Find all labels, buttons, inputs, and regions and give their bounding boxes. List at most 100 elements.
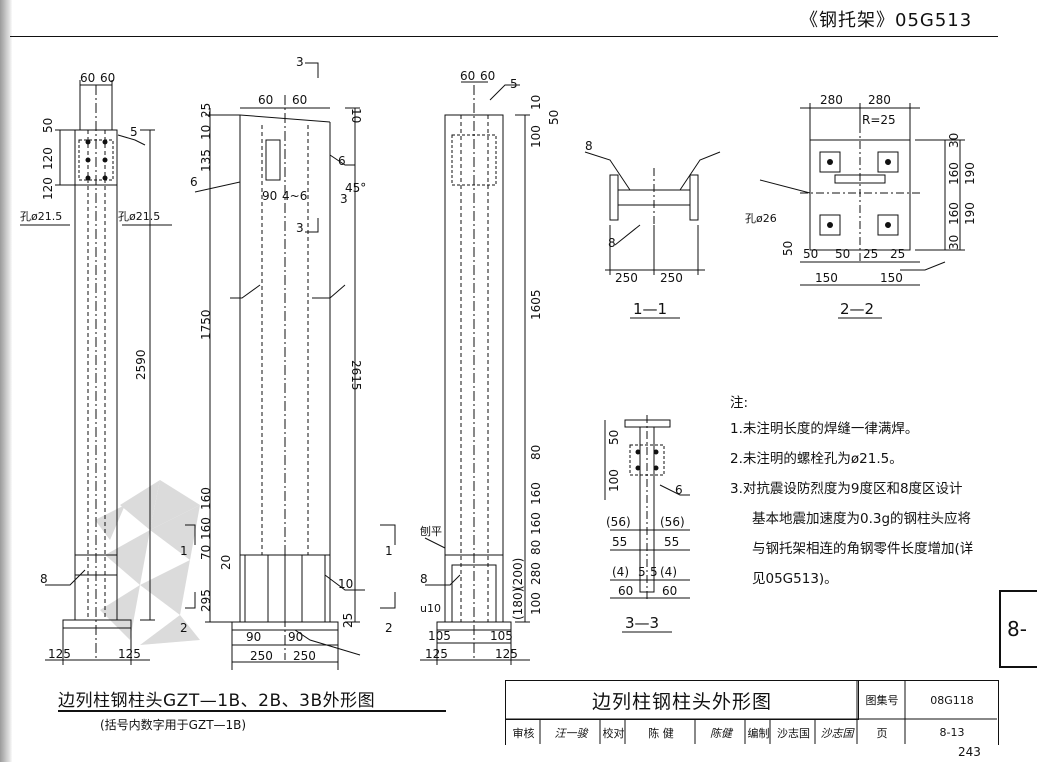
s22-dim-50a: 50 bbox=[803, 247, 818, 261]
notes-title: 注: bbox=[730, 395, 749, 411]
s22-dim-150a: 150 bbox=[815, 271, 838, 285]
drawing-subcaption: (括号内数字用于GZT—1B) bbox=[100, 718, 247, 732]
v2-dim-10-right: 10 bbox=[349, 108, 363, 123]
s33-dim-55a: 55 bbox=[612, 535, 627, 549]
v1-dim-50: 50 bbox=[41, 118, 55, 133]
note-item-1: 1.未注明长度的焊缝一律满焊。 bbox=[730, 421, 919, 437]
v2-mark-3-weld: 3 bbox=[340, 192, 348, 206]
s22-dim-160a: 160 bbox=[947, 162, 961, 185]
checker-name: 陈 健 bbox=[648, 726, 674, 740]
v2-dim-2615: 2615 bbox=[349, 360, 363, 391]
s33-dim-60b: 60 bbox=[662, 584, 677, 598]
page-number: 243 bbox=[958, 745, 981, 759]
s22-dim-190b: 190 bbox=[963, 202, 977, 225]
v2-dim-70: 70 bbox=[199, 545, 213, 560]
v2-dim-60b: 60 bbox=[292, 93, 307, 107]
section-1-1 bbox=[584, 151, 721, 319]
v2-mark-1-right: 1 bbox=[385, 544, 393, 558]
designer-name: 沙志国 bbox=[777, 726, 810, 740]
drawing-frame bbox=[10, 36, 998, 741]
s33-dim-56b: (56) bbox=[660, 515, 685, 529]
v3-dim-100b: 100 bbox=[529, 592, 543, 615]
view-2-column-side bbox=[185, 62, 396, 670]
atlas-no-label: 图集号 bbox=[865, 694, 899, 707]
v2-dim-60a: 60 bbox=[258, 93, 273, 107]
v3-mark-plane: 刨平 bbox=[420, 524, 442, 538]
v3-dim-10: 10 bbox=[529, 95, 543, 110]
section-3-3-labels: 50 100 (56) (56) 55 55 (4) 5 5 (4) 60 60… bbox=[606, 430, 685, 632]
v3-dim-125a: 125 bbox=[425, 647, 448, 661]
v1-hole-left: 孔ø21.5 bbox=[20, 210, 62, 223]
v1-mark-8: 8 bbox=[40, 572, 48, 586]
v3-dim-180: (180) bbox=[511, 588, 525, 620]
v3-dim-105a: 105 bbox=[428, 629, 451, 643]
s22-dim-50b: 50 bbox=[835, 247, 850, 261]
v3-dim-50: 50 bbox=[547, 110, 561, 125]
caption-underline bbox=[58, 710, 446, 712]
v2-dim-25-bottom: 25 bbox=[341, 613, 355, 628]
chapter-side-tab: 8- bbox=[999, 590, 1037, 668]
v2-dim-45deg: 45° bbox=[345, 181, 366, 195]
v3-dim-160b: 160 bbox=[529, 512, 543, 535]
v2-dim-135: 135 bbox=[199, 149, 213, 172]
s33-dim-60a: 60 bbox=[618, 584, 633, 598]
v1-dim-125-left: 125 bbox=[48, 647, 71, 661]
v2-dim-4-6: 4~6 bbox=[282, 189, 307, 203]
v2-dim-250b: 250 bbox=[293, 649, 316, 663]
s33-dim-4b: (4) bbox=[660, 565, 677, 579]
v2-mark-2-right: 2 bbox=[385, 621, 393, 635]
v2-mark-3-top: 3 bbox=[296, 55, 304, 69]
reviewer-label: 审核 bbox=[512, 726, 535, 740]
v1-dim-120b: 120 bbox=[41, 177, 55, 200]
s33-dim-50: 50 bbox=[607, 430, 621, 445]
v3-dim-125b: 125 bbox=[495, 647, 518, 661]
checker-signature: 陈健 bbox=[710, 726, 732, 740]
section-2-2 bbox=[759, 103, 965, 319]
section-2-2-labels: 280 280 R=25 30 160 190 160 190 30 50 50… bbox=[745, 93, 977, 318]
v2-dim-10: 10 bbox=[199, 125, 213, 140]
view-1-column-front bbox=[20, 80, 172, 665]
view-2-labels: 60 60 25 10 135 90 4~6 45° 1750 160 160 … bbox=[180, 55, 393, 663]
s22-dim-30b: 30 bbox=[947, 235, 961, 250]
s11-dim-250b: 250 bbox=[660, 271, 683, 285]
v1-hole-right: 孔ø21.5 bbox=[118, 210, 160, 223]
s11-section-label: 1—1 bbox=[633, 300, 667, 318]
v2-dim-90: 90 bbox=[262, 189, 277, 203]
note-item-3-line3: 与钢托架相连的角钢零件长度增加(详 bbox=[752, 541, 974, 557]
v2-dim-25: 25 bbox=[199, 103, 213, 118]
s33-dim-56a: (56) bbox=[606, 515, 631, 529]
v2-mark-6b: 6 bbox=[190, 175, 198, 189]
v3-dim-280: 280 bbox=[529, 562, 543, 585]
v2-dim-295: 295 bbox=[199, 589, 213, 612]
v2-dim-160a: 160 bbox=[199, 487, 213, 510]
v2-mark-6a: 6 bbox=[338, 154, 346, 168]
designer-label: 编制 bbox=[747, 726, 770, 740]
s11-dim-250a: 250 bbox=[615, 271, 638, 285]
s22-hole: 孔ø26 bbox=[745, 212, 777, 225]
v2-dim-90b: 90 bbox=[288, 630, 303, 644]
note-item-2: 2.未注明的螺栓孔为ø21.5。 bbox=[730, 451, 903, 467]
v3-mark-5: 5 bbox=[510, 77, 518, 91]
s33-section-label: 3—3 bbox=[625, 614, 659, 632]
title-block-title: 边列柱钢柱头外形图 bbox=[506, 681, 859, 720]
s22-radius: R=25 bbox=[862, 113, 896, 127]
v2-mark-2-left: 2 bbox=[180, 621, 188, 635]
atlas-no-value: 08G118 bbox=[930, 693, 974, 707]
s22-mark-50: 50 bbox=[781, 241, 795, 256]
section-1-1-labels: 250 250 8 8 1—1 bbox=[585, 139, 683, 318]
v3-dim-60b: 60 bbox=[480, 69, 495, 83]
s11-mark-8-top: 8 bbox=[585, 139, 593, 153]
note-item-3-line4: 见05G513)。 bbox=[752, 571, 838, 587]
v3-mark-u10: u10 bbox=[420, 602, 441, 615]
s33-dim-5a: 5 bbox=[638, 565, 646, 579]
s11-mark-8-bottom: 8 bbox=[608, 236, 616, 250]
v3-dim-200: (200) bbox=[511, 558, 525, 590]
title-block: 边列柱钢柱头外形图 图集号 08G118 审核 汪一骏 校对 陈 健 陈健 编制… bbox=[505, 680, 999, 745]
s33-dim-55b: 55 bbox=[664, 535, 679, 549]
v3-dim-1605: 1605 bbox=[529, 289, 543, 320]
s22-dim-150b: 150 bbox=[880, 271, 903, 285]
designer-signature: 沙志国 bbox=[820, 726, 854, 740]
s22-dim-25b: 25 bbox=[890, 247, 905, 261]
reviewer-name: 汪一骏 bbox=[554, 726, 588, 740]
